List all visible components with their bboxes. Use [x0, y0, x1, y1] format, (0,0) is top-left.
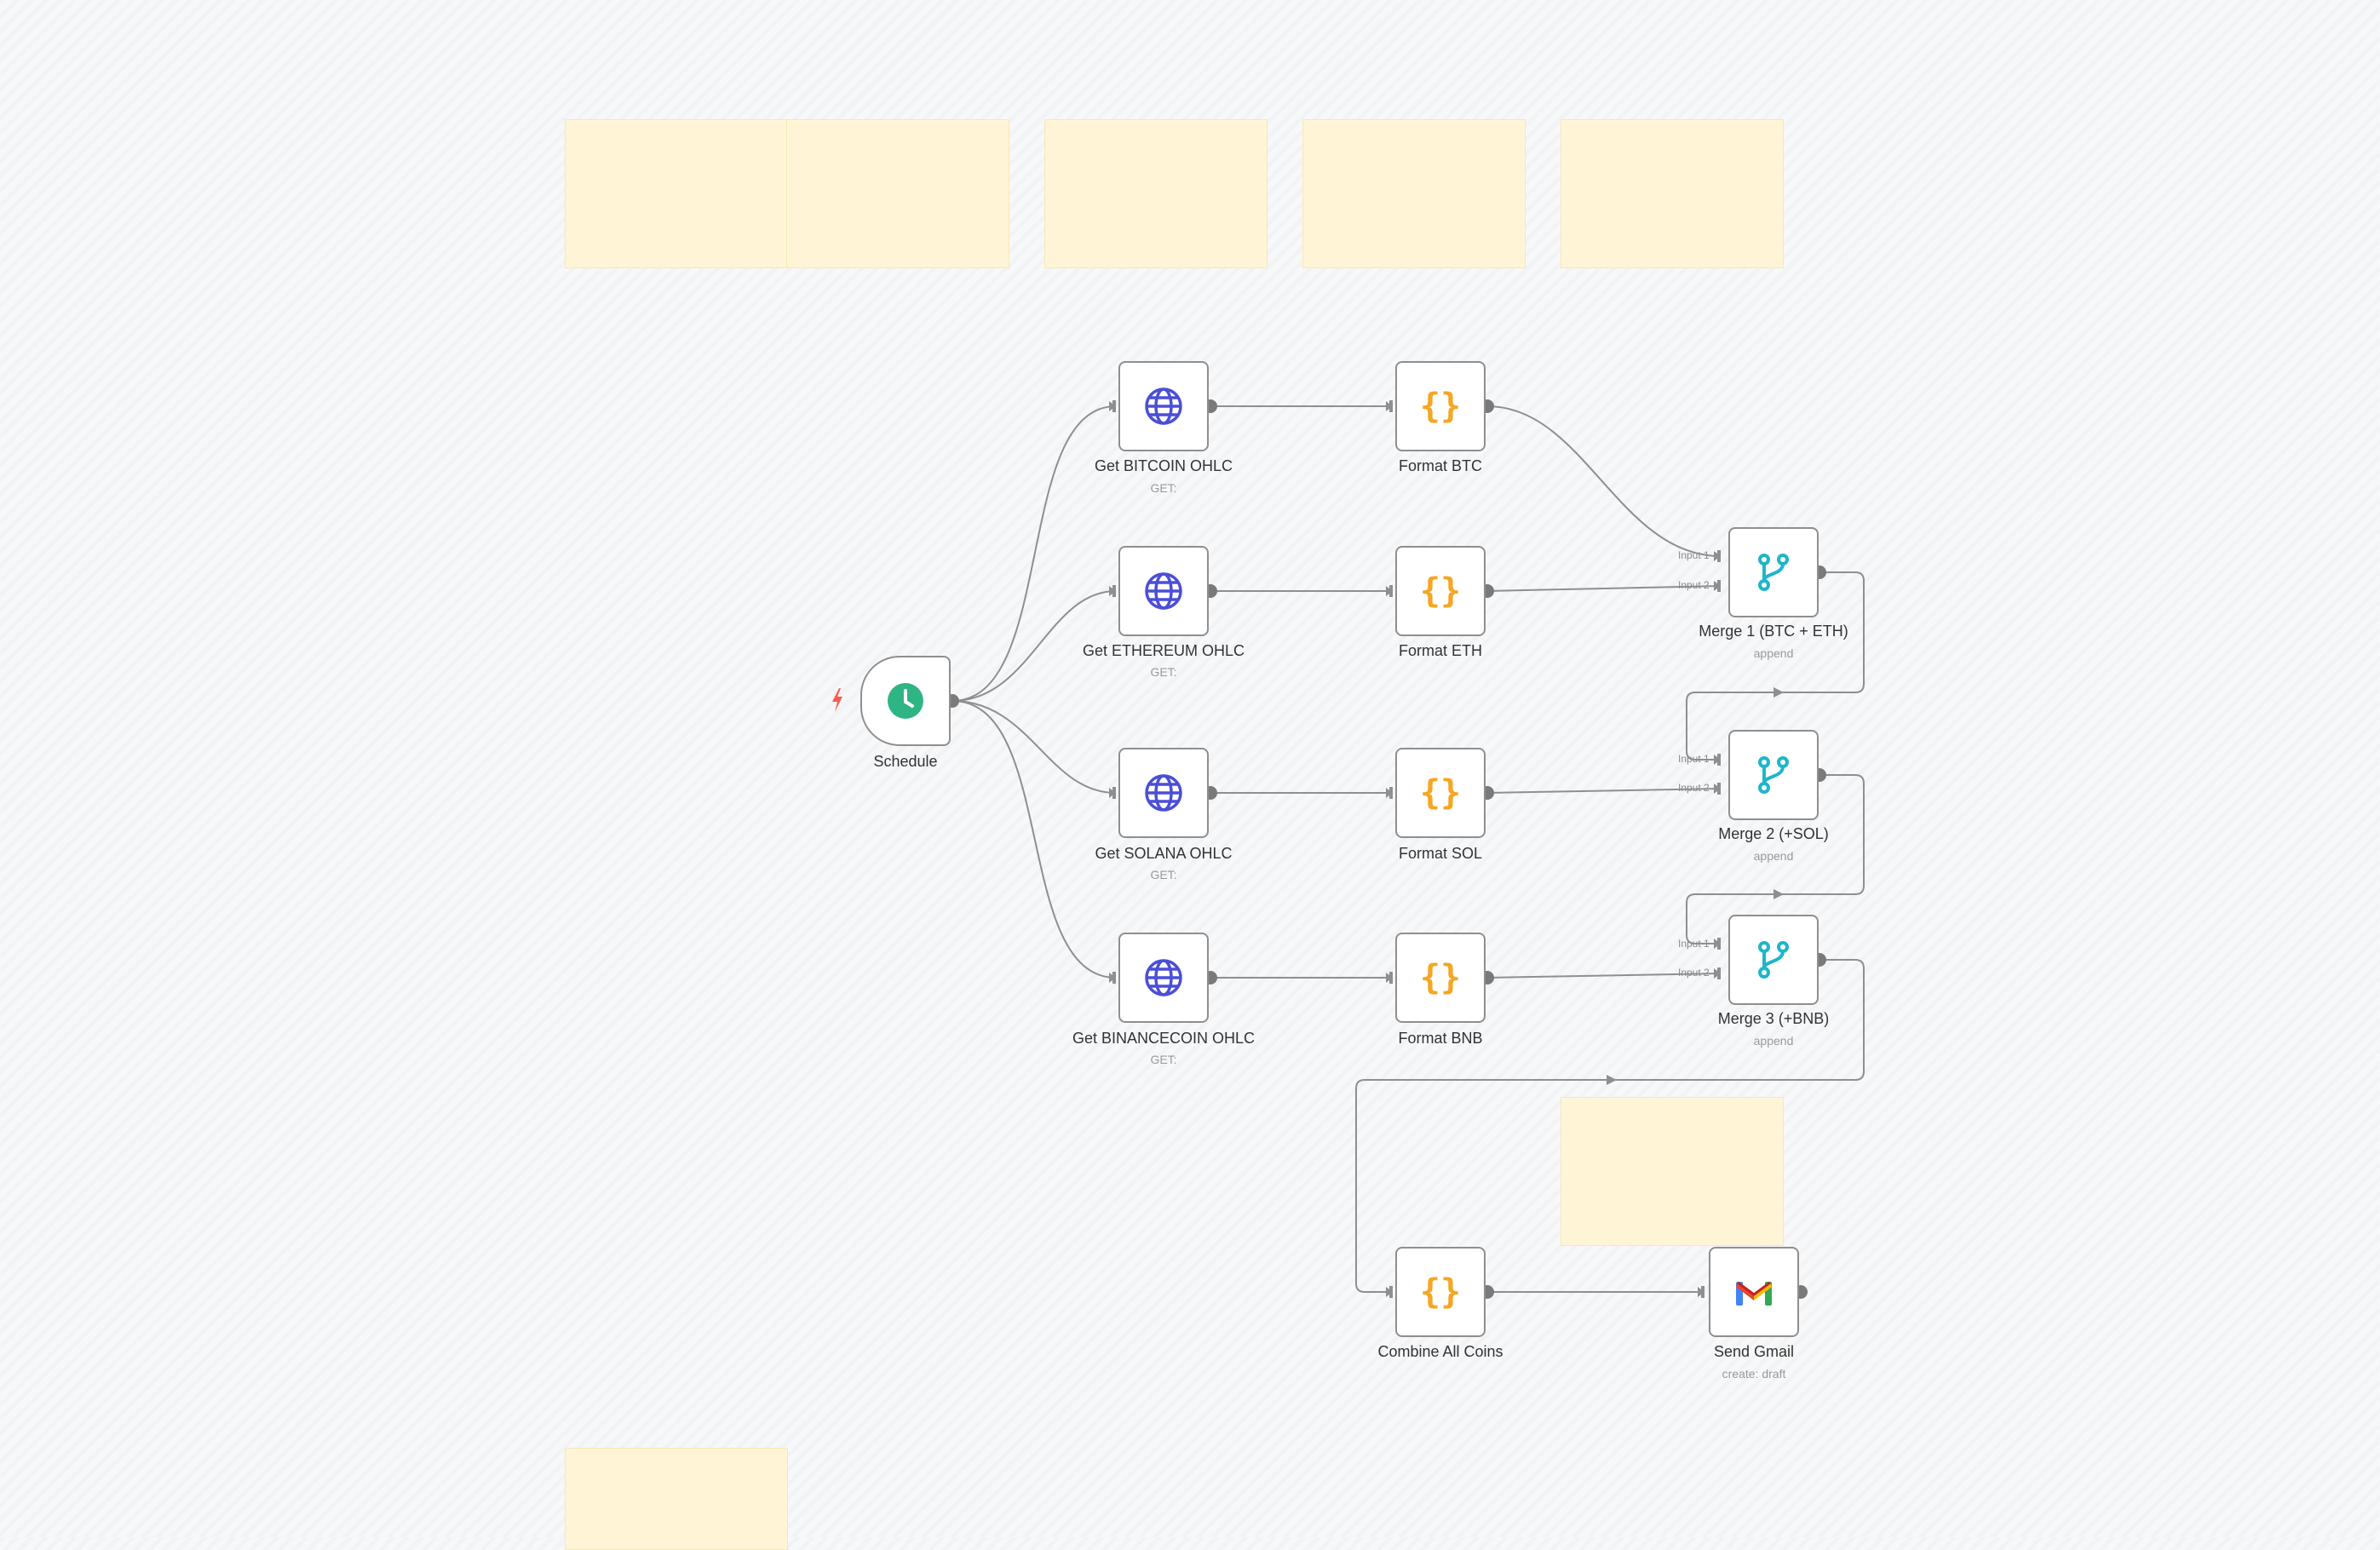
sticky-note[interactable] [1561, 119, 1784, 268]
node-label: Format SOL [1398, 845, 1483, 862]
trigger-bolt-icon [832, 688, 842, 712]
node-label: Merge 2 (+SOL) [1718, 825, 1829, 842]
merge-icon [1753, 552, 1794, 593]
code-braces-icon: {} [1419, 1272, 1462, 1312]
node-subtitle: GET: [1150, 481, 1177, 495]
node-label: Get BITCOIN OHLC [1094, 457, 1233, 474]
code-braces-icon: {} [1419, 958, 1462, 997]
edge-schedule-sol [951, 700, 1117, 794]
node-get-solana[interactable] [1118, 748, 1209, 838]
node-merge-2[interactable] [1728, 730, 1819, 820]
node-label: Merge 3 (+BNB) [1717, 1010, 1830, 1027]
sticky-note[interactable] [786, 119, 1009, 268]
node-send-gmail[interactable] [1709, 1247, 1799, 1337]
merge-icon [1753, 939, 1794, 980]
node-schedule[interactable] [860, 656, 951, 746]
node-get-bitcoin[interactable] [1118, 361, 1209, 451]
code-braces-icon: {} [1419, 387, 1462, 426]
node-merge-1[interactable] [1728, 527, 1819, 617]
port-label-input-1: Input 1 [1678, 938, 1710, 950]
node-label: Combine All Coins [1377, 1343, 1503, 1360]
node-subtitle: GET: [1150, 665, 1177, 679]
code-braces-icon: {} [1419, 773, 1462, 812]
code-braces-icon: {} [1419, 571, 1462, 611]
node-get-binancecoin[interactable] [1118, 933, 1209, 1023]
node-combine-all-coins[interactable]: {} [1395, 1247, 1486, 1337]
sticky-note[interactable] [1302, 119, 1526, 268]
edge-schedule-bnb [951, 700, 1117, 979]
edge-formatbnb-merge3 [1486, 973, 1722, 979]
port-label-input-2: Input 2 [1678, 579, 1710, 591]
node-get-ethereum[interactable] [1118, 546, 1209, 636]
node-subtitle: append [1753, 646, 1794, 660]
node-format-sol[interactable]: {} [1395, 748, 1486, 838]
node-subtitle: GET: [1150, 1053, 1177, 1066]
edge-formatbtc-merge1 [1486, 405, 1722, 557]
clock-icon [885, 680, 926, 721]
node-subtitle: GET: [1150, 868, 1177, 881]
gmail-icon [1733, 1272, 1774, 1312]
edge-formateth-merge1 [1486, 585, 1722, 592]
node-label: Get BINANCECOIN OHLC [1072, 1030, 1256, 1047]
port-label-input-1: Input 1 [1678, 753, 1710, 765]
port-label-input-2: Input 2 [1678, 967, 1710, 979]
edge-schedule-eth [951, 590, 1117, 702]
node-format-eth[interactable]: {} [1395, 546, 1486, 636]
merge-icon [1753, 755, 1794, 795]
node-label: Format BTC [1398, 457, 1482, 474]
node-label: Format ETH [1398, 642, 1482, 659]
globe-icon [1143, 386, 1184, 427]
port-label-input-2: Input 2 [1678, 782, 1710, 794]
node-label: Send Gmail [1713, 1343, 1795, 1360]
globe-icon [1143, 957, 1184, 998]
sticky-note[interactable] [1561, 1097, 1784, 1246]
node-label: Get ETHEREUM OHLC [1082, 642, 1245, 659]
node-label: Schedule [873, 753, 938, 770]
node-label: Get SOLANA OHLC [1095, 845, 1233, 862]
node-format-btc[interactable]: {} [1395, 361, 1486, 451]
edge-schedule-btc [951, 405, 1117, 702]
port-label-input-1: Input 1 [1678, 549, 1710, 561]
globe-icon [1143, 571, 1184, 611]
node-subtitle: append [1753, 1034, 1794, 1048]
globe-icon [1143, 772, 1184, 813]
edge-formatsol-merge2 [1486, 788, 1722, 794]
node-subtitle: append [1753, 849, 1794, 863]
node-format-bnb[interactable]: {} [1395, 933, 1486, 1023]
node-label: Merge 1 (BTC + ETH) [1699, 623, 1848, 640]
node-subtitle: create: draft [1722, 1367, 1786, 1381]
node-merge-3[interactable] [1728, 915, 1819, 1005]
node-label: Format BNB [1398, 1030, 1483, 1047]
sticky-note[interactable] [1044, 119, 1268, 268]
sticky-note[interactable] [565, 1448, 788, 1550]
sticky-note[interactable] [565, 119, 788, 268]
